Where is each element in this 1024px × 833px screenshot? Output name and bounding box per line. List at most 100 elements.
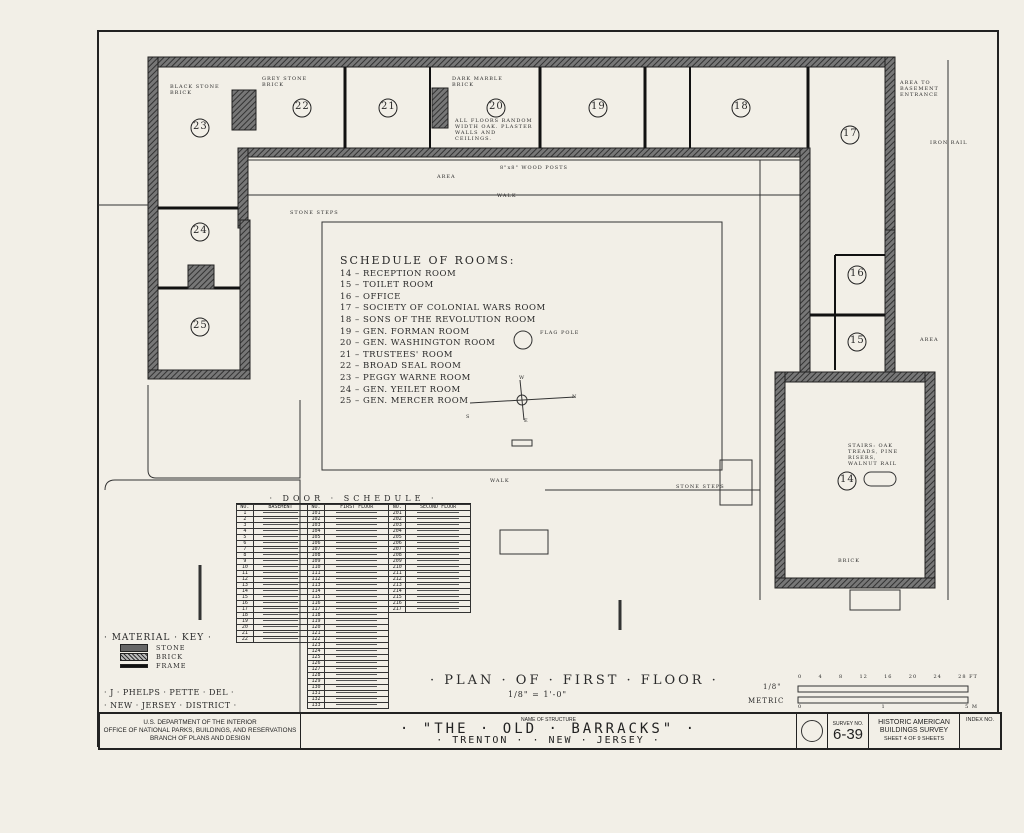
material-stone: STONE [120,643,212,652]
scale-tick-label: 4 [818,674,823,680]
area-label: AREA [437,174,456,180]
door-number [389,703,406,709]
schedule-item: 22 – BROAD SEAL ROOM [340,361,462,372]
title-block: U.S. DEPARTMENT OF THE INTERIOR OFFICE O… [98,712,1002,750]
stone-steps-label-east: STONE STEPS [676,484,725,490]
area-label-east: AREA [920,337,939,343]
wood-posts-label: 8"x8" WOOD POSTS [500,165,568,171]
door-number: 133 [307,702,325,709]
east-wing [719,60,949,611]
schedule-item: 23 – PEGGY WARNE ROOM [340,372,471,383]
room-14-label: 14 [840,474,855,485]
survey-number-block: SURVEY NO. 6-39 [827,714,869,748]
scale-tick-label: 28 FT [958,674,978,680]
room-16-label: 16 [850,268,865,279]
structure-location: · TRENTON · · NEW · JERSEY · [436,734,661,746]
north-wing [98,56,896,380]
index-number-block: INDEX NO. [965,717,995,723]
compass-icon [469,379,576,421]
walk-path [104,479,760,740]
scale-tick-label: 24 [933,674,942,680]
courtyard-lawn [321,221,723,471]
scale-tick-label: 16 [884,674,893,680]
black-stone-note: BLACK STONE BRICK [170,84,220,96]
room-17-label: 17 [843,128,858,139]
scale-tick-label: 8 [838,674,844,680]
survey-number: 6-39 [832,725,864,743]
scale-tick-label: 20 [908,674,918,680]
dark-marble-note: DARK MARBLE BRICK [452,76,503,88]
schedule-item: 21 – TRUSTEES' ROOM [340,349,454,360]
room-18-label: 18 [734,101,749,112]
material-frame: FRAME [120,661,212,670]
habs-block: HISTORIC AMERICAN BUILDINGS SURVEY SHEET… [869,714,960,748]
schedule-item: 16 – OFFICE [340,291,401,302]
stairs-note: STAIRS: OAK TREADS, PINE RISERS, WALNUT … [848,443,899,467]
metric-tick-label: 1 [881,704,886,710]
iron-rail-label: IRON RAIL [930,140,968,146]
material-brick: BRICK [120,652,212,661]
schedule-item: 18 – SONS OF THE REVOLUTION ROOM [340,314,536,325]
floors-note: ALL FLOORS RANDOM WIDTH OAK. PLASTER WAL… [455,118,533,142]
schedule-item: 14 – RECEPTION ROOM [340,268,457,279]
schedule-item: 24 – GEN. YEILET ROOM [340,384,461,395]
sheet-number: SHEET 4 OF 9 SHEETS [883,736,945,742]
scale-bar [797,685,969,704]
schedule-item: 19 – GEN. FORMAN ROOM [340,326,470,337]
table-row: 133 [237,702,471,709]
schedule-item: 25 – GEN. MERCER ROOM [340,396,469,407]
schedule-item: 17 – SOCIETY OF COLONIAL WARS ROOM [340,303,546,314]
compass-e: N [572,394,578,400]
structure-name-block: NAME OF STRUCTURE · "THE · OLD · BARRACK… [301,714,797,748]
walk-label-south: WALK [490,478,510,484]
brick-label: BRICK [838,558,860,564]
grey-stone-note: GREY STONE BRICK [262,76,308,88]
plan-title: · PLAN · OF · FIRST · FLOOR · [430,673,719,688]
room-22-label: 22 [295,101,310,112]
stone-steps-label: STONE STEPS [290,210,339,216]
compass-s: E [524,418,529,424]
door-size [406,703,471,709]
basement-area-note: AREA TO BASEMENT ENTRANCE [900,80,939,98]
delineator: · J · PHELPS · PETTE · DEL · · NEW · JER… [104,688,237,710]
room-19-label: 19 [591,101,606,112]
room-20-label: 20 [489,101,504,112]
hlc-seal-icon [797,714,827,748]
schedule-title: SCHEDULE OF ROOMS: [340,254,516,267]
room-15-label: 15 [850,335,865,346]
gate [499,529,549,555]
room-number-markers [190,98,867,491]
schedule-item: 15 – TOILET ROOM [340,280,434,291]
door-schedule-title: · DOOR · SCHEDULE · [236,494,471,504]
compass-n: W [519,375,526,381]
sheet-border [97,30,999,747]
room-25-label: 25 [193,320,208,331]
flag-pole-label: FLAG POLE [540,330,580,336]
walk-label-north: WALK [497,193,517,199]
flag-pole-icon [513,330,533,350]
room-21-label: 21 [381,101,396,112]
door-size [405,606,471,613]
door-size [252,636,309,643]
